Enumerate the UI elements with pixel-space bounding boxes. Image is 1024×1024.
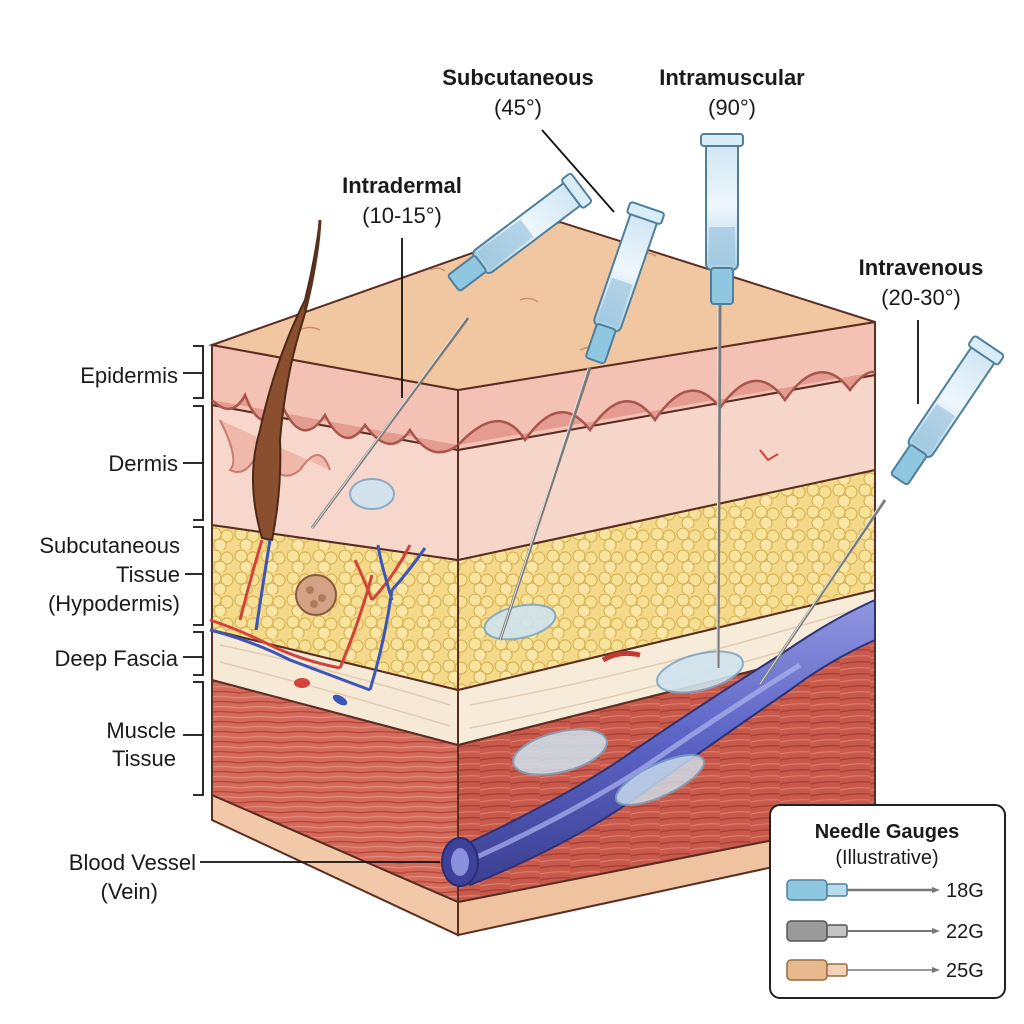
intramuscular-syringe [700,133,744,669]
gauge-row-25g: 25G [786,959,984,982]
needle-hub-icon [786,879,828,901]
artery-branch [209,544,412,670]
intravenous-syringe [758,335,1005,685]
legend-title: Needle Gauges [815,821,960,843]
intradermal-title: Intradermal [342,173,462,198]
legend-item-label: 22G [946,921,984,943]
label-muscle-1: Muscle [106,718,176,743]
label-subcutaneous-1: Subcutaneous [39,533,180,558]
intravenous-angle: (20-30°) [881,285,961,310]
intradermal-syringe [310,173,593,529]
layer-labels: Epidermis Dermis Subcutaneous Tissue (Hy… [39,345,440,904]
vein-branch [209,544,427,692]
gauge-row-22g: 22G [786,920,984,943]
label-deep-fascia: Deep Fascia [54,646,178,671]
intravenous-title: Intravenous [859,255,984,280]
injection-labels: Intradermal (10-15°) Subcutaneous (45°) … [342,65,983,404]
intradermal-bleb [349,478,395,510]
needle-gauge-legend: Needle Gauges (Illustrative) 18G 22G 25G [769,804,1006,999]
gauge-row-18g: 18G [786,879,984,902]
legend-box [769,804,1006,999]
label-epidermis: Epidermis [80,363,178,388]
tissue-block [208,219,876,937]
intradermal-angle: (10-15°) [362,203,442,228]
legend-item-label: 18G [946,880,984,902]
label-subcutaneous-2: Tissue [116,562,180,587]
legend-subtitle: (Illustrative) [835,847,938,869]
subcutaneous-angle: (45°) [494,95,542,120]
intramuscular-pool [656,650,744,694]
needle-hub-icon [786,920,828,942]
legend-item-label: 25G [946,960,984,982]
intramuscular-angle: (90°) [708,95,756,120]
subcutaneous-title: Subcutaneous [442,65,594,90]
intramuscular-title: Intramuscular [659,65,805,90]
nerve-bundle [295,574,337,616]
label-vessel-2: (Vein) [101,879,158,904]
label-dermis: Dermis [108,451,178,476]
hair-shaft [303,219,322,311]
needle-hub-icon [786,959,828,981]
skin-surface [208,220,876,392]
subcutaneous-syringe [498,201,665,641]
label-subcutaneous-3: (Hypodermis) [48,591,180,616]
label-vessel-1: Blood Vessel [69,850,196,875]
label-muscle-2: Tissue [112,746,176,771]
